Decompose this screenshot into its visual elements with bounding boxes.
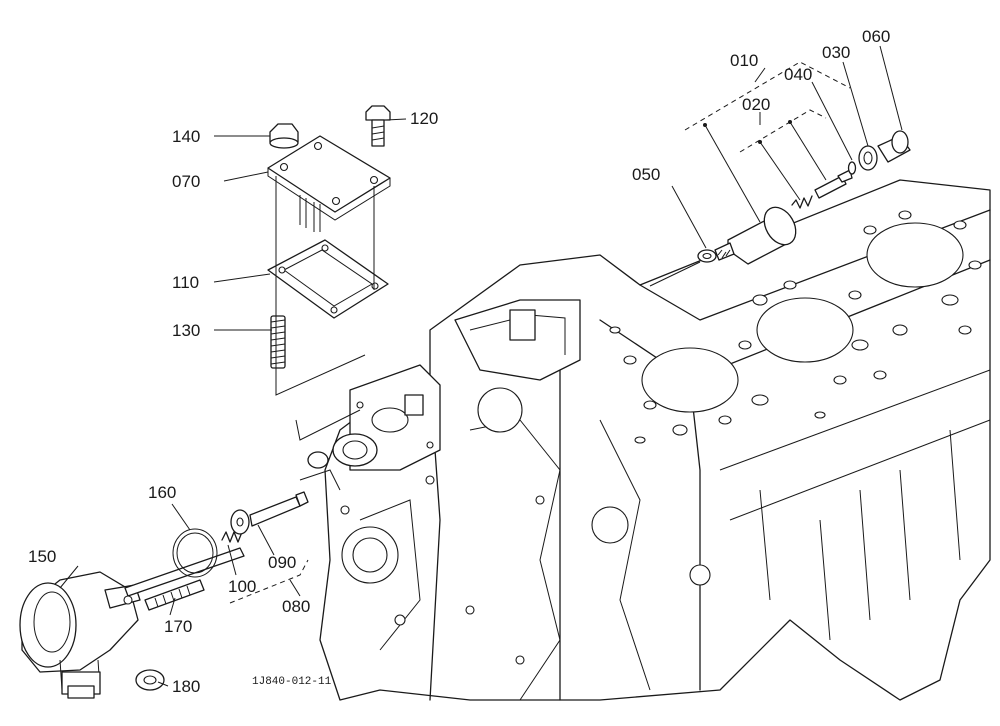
stop-solenoid [19, 547, 245, 699]
callout-180: 180 [172, 677, 200, 696]
callout-070: 070 [172, 172, 200, 191]
stud-bolt [270, 315, 286, 369]
fuel-valve-assembly [649, 130, 911, 287]
callout-040: 040 [784, 65, 812, 84]
deck-holes [609, 210, 982, 444]
group-brackets [229, 61, 851, 604]
callout-130: 130 [172, 321, 200, 340]
callout-120: 120 [410, 109, 438, 128]
callout-140: 140 [172, 127, 200, 146]
solenoid-stud [144, 579, 205, 611]
callout-labels: 010 020 030 040 050 060 070 080 090 100 … [28, 27, 890, 696]
leader-lines [59, 45, 903, 687]
plunger-rod [230, 491, 309, 535]
gasket [267, 239, 389, 319]
callout-060: 060 [862, 27, 890, 46]
callout-050: 050 [632, 165, 660, 184]
flange-nut [269, 123, 299, 149]
callout-090: 090 [268, 553, 296, 572]
callout-100: 100 [228, 577, 256, 596]
lock-nut [135, 669, 165, 691]
callout-160: 160 [148, 483, 176, 502]
drawing-code: 1J840-012-11 [252, 676, 332, 688]
callout-080: 080 [282, 597, 310, 616]
callout-010: 010 [730, 51, 758, 70]
callout-020: 020 [742, 95, 770, 114]
callout-110: 110 [172, 273, 199, 292]
callout-150: 150 [28, 547, 56, 566]
cover-plate [267, 135, 391, 232]
callout-030: 030 [822, 43, 850, 62]
o-ring [172, 528, 218, 578]
alignment-lines [275, 176, 375, 441]
engine-block [299, 179, 991, 701]
callout-170: 170 [164, 617, 192, 636]
hex-bolt [365, 105, 391, 147]
spring [221, 531, 243, 543]
